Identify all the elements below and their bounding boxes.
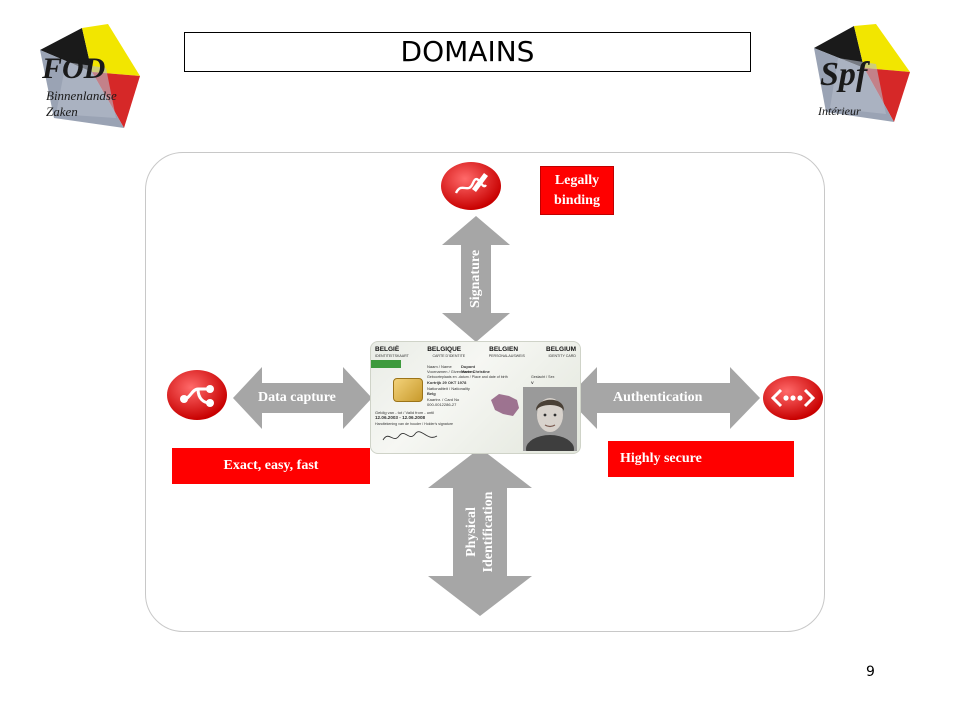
card-given-label: Voornamen / Given names xyxy=(427,369,475,374)
domains-frame xyxy=(145,152,825,632)
card-subheader-item: PERSONALAUSWEIS xyxy=(488,354,525,358)
data-capture-icon xyxy=(166,369,228,421)
card-green-stripe xyxy=(371,360,401,368)
card-belgium-map xyxy=(491,394,519,416)
spf-logo: Spf Intérieur xyxy=(812,22,912,126)
spf-logo-line2: Intérieur xyxy=(818,104,861,118)
card-header-item: BELGIUM xyxy=(546,346,576,353)
fod-logo-line3: Zaken xyxy=(46,104,78,119)
spf-logo-line1: Spf xyxy=(820,56,868,93)
card-sex-label: Geslacht / Sex xyxy=(531,375,555,379)
legally-binding-line2: binding xyxy=(554,193,600,208)
card-header-item: BELGIË xyxy=(375,346,400,353)
card-header-item: BELGIQUE xyxy=(427,346,462,353)
card-number-value: 000-0012286-27 xyxy=(427,402,457,407)
card-portrait xyxy=(523,387,577,451)
card-name-label: Naam / Name xyxy=(427,364,452,369)
card-valid-label: Geldig van - tot / Valid from - until xyxy=(375,410,435,415)
signature-label: Signature xyxy=(468,249,483,309)
card-subheader-item: CARTE D'IDENTITE xyxy=(432,354,466,358)
page-title: DOMAINS xyxy=(184,32,751,72)
card-header-item: BELGIEN xyxy=(489,346,519,353)
signature-arrow xyxy=(442,216,510,342)
physical-identification-line2: Identification xyxy=(481,491,496,573)
physical-identification-label: Physical Identification xyxy=(463,482,499,582)
authentication-arrow xyxy=(567,367,760,429)
card-subheader-item: IDENTITY CARD xyxy=(548,354,576,358)
card-sex-value: V xyxy=(531,380,534,385)
physical-identification-line1: Physical xyxy=(464,507,479,557)
fod-logo-line1: FOD xyxy=(42,52,106,85)
card-chip xyxy=(393,378,423,402)
card-number-label: Kaartnr. / Card No xyxy=(427,397,460,402)
legally-binding-box: Legally binding xyxy=(540,166,614,215)
belgian-id-card: BELGIË BELGIQUE BELGIEN BELGIUM IDENTITE… xyxy=(370,341,581,454)
card-nationality-value: Belg xyxy=(427,391,436,396)
card-name-value: Dupont xyxy=(461,364,475,369)
card-valid-value: 12.06.2003 - 12.06.2008 xyxy=(375,415,426,420)
fod-logo-line2: Binnenlandse xyxy=(46,88,117,103)
card-given-value: Marie Christine xyxy=(461,369,490,374)
legally-binding-line1: Legally xyxy=(554,173,600,188)
card-subheader: IDENTITEITSKAART CARTE D'IDENTITE PERSON… xyxy=(375,354,576,358)
card-birth-value: Kortrijk 29 OKT 1978 xyxy=(427,380,467,385)
highly-secure-box: Highly secure xyxy=(608,441,794,477)
physical-identification-arrow xyxy=(428,448,532,616)
fod-logo: FOD Binnenlandse Zaken xyxy=(36,22,146,132)
card-subheader-item: IDENTITEITSKAART xyxy=(375,354,409,358)
data-capture-arrow xyxy=(233,367,372,429)
exact-easy-fast-box: Exact, easy, fast xyxy=(172,448,370,484)
authentication-label: Authentication xyxy=(613,390,703,405)
authentication-icon xyxy=(762,375,824,421)
card-header: BELGIË BELGIQUE BELGIEN BELGIUM xyxy=(375,346,576,353)
card-holder-signature xyxy=(382,431,438,441)
page-number: 9 xyxy=(866,664,875,680)
signature-icon xyxy=(440,161,502,211)
card-nationality-label: Nationaliteit / Nationality xyxy=(427,386,470,391)
card-signature-label: Handtekening van de houder / Holder's si… xyxy=(375,422,454,426)
data-capture-label: Data capture xyxy=(258,390,336,405)
card-birth-label: Geboorteplaats en -datum / Place and dat… xyxy=(427,375,508,379)
